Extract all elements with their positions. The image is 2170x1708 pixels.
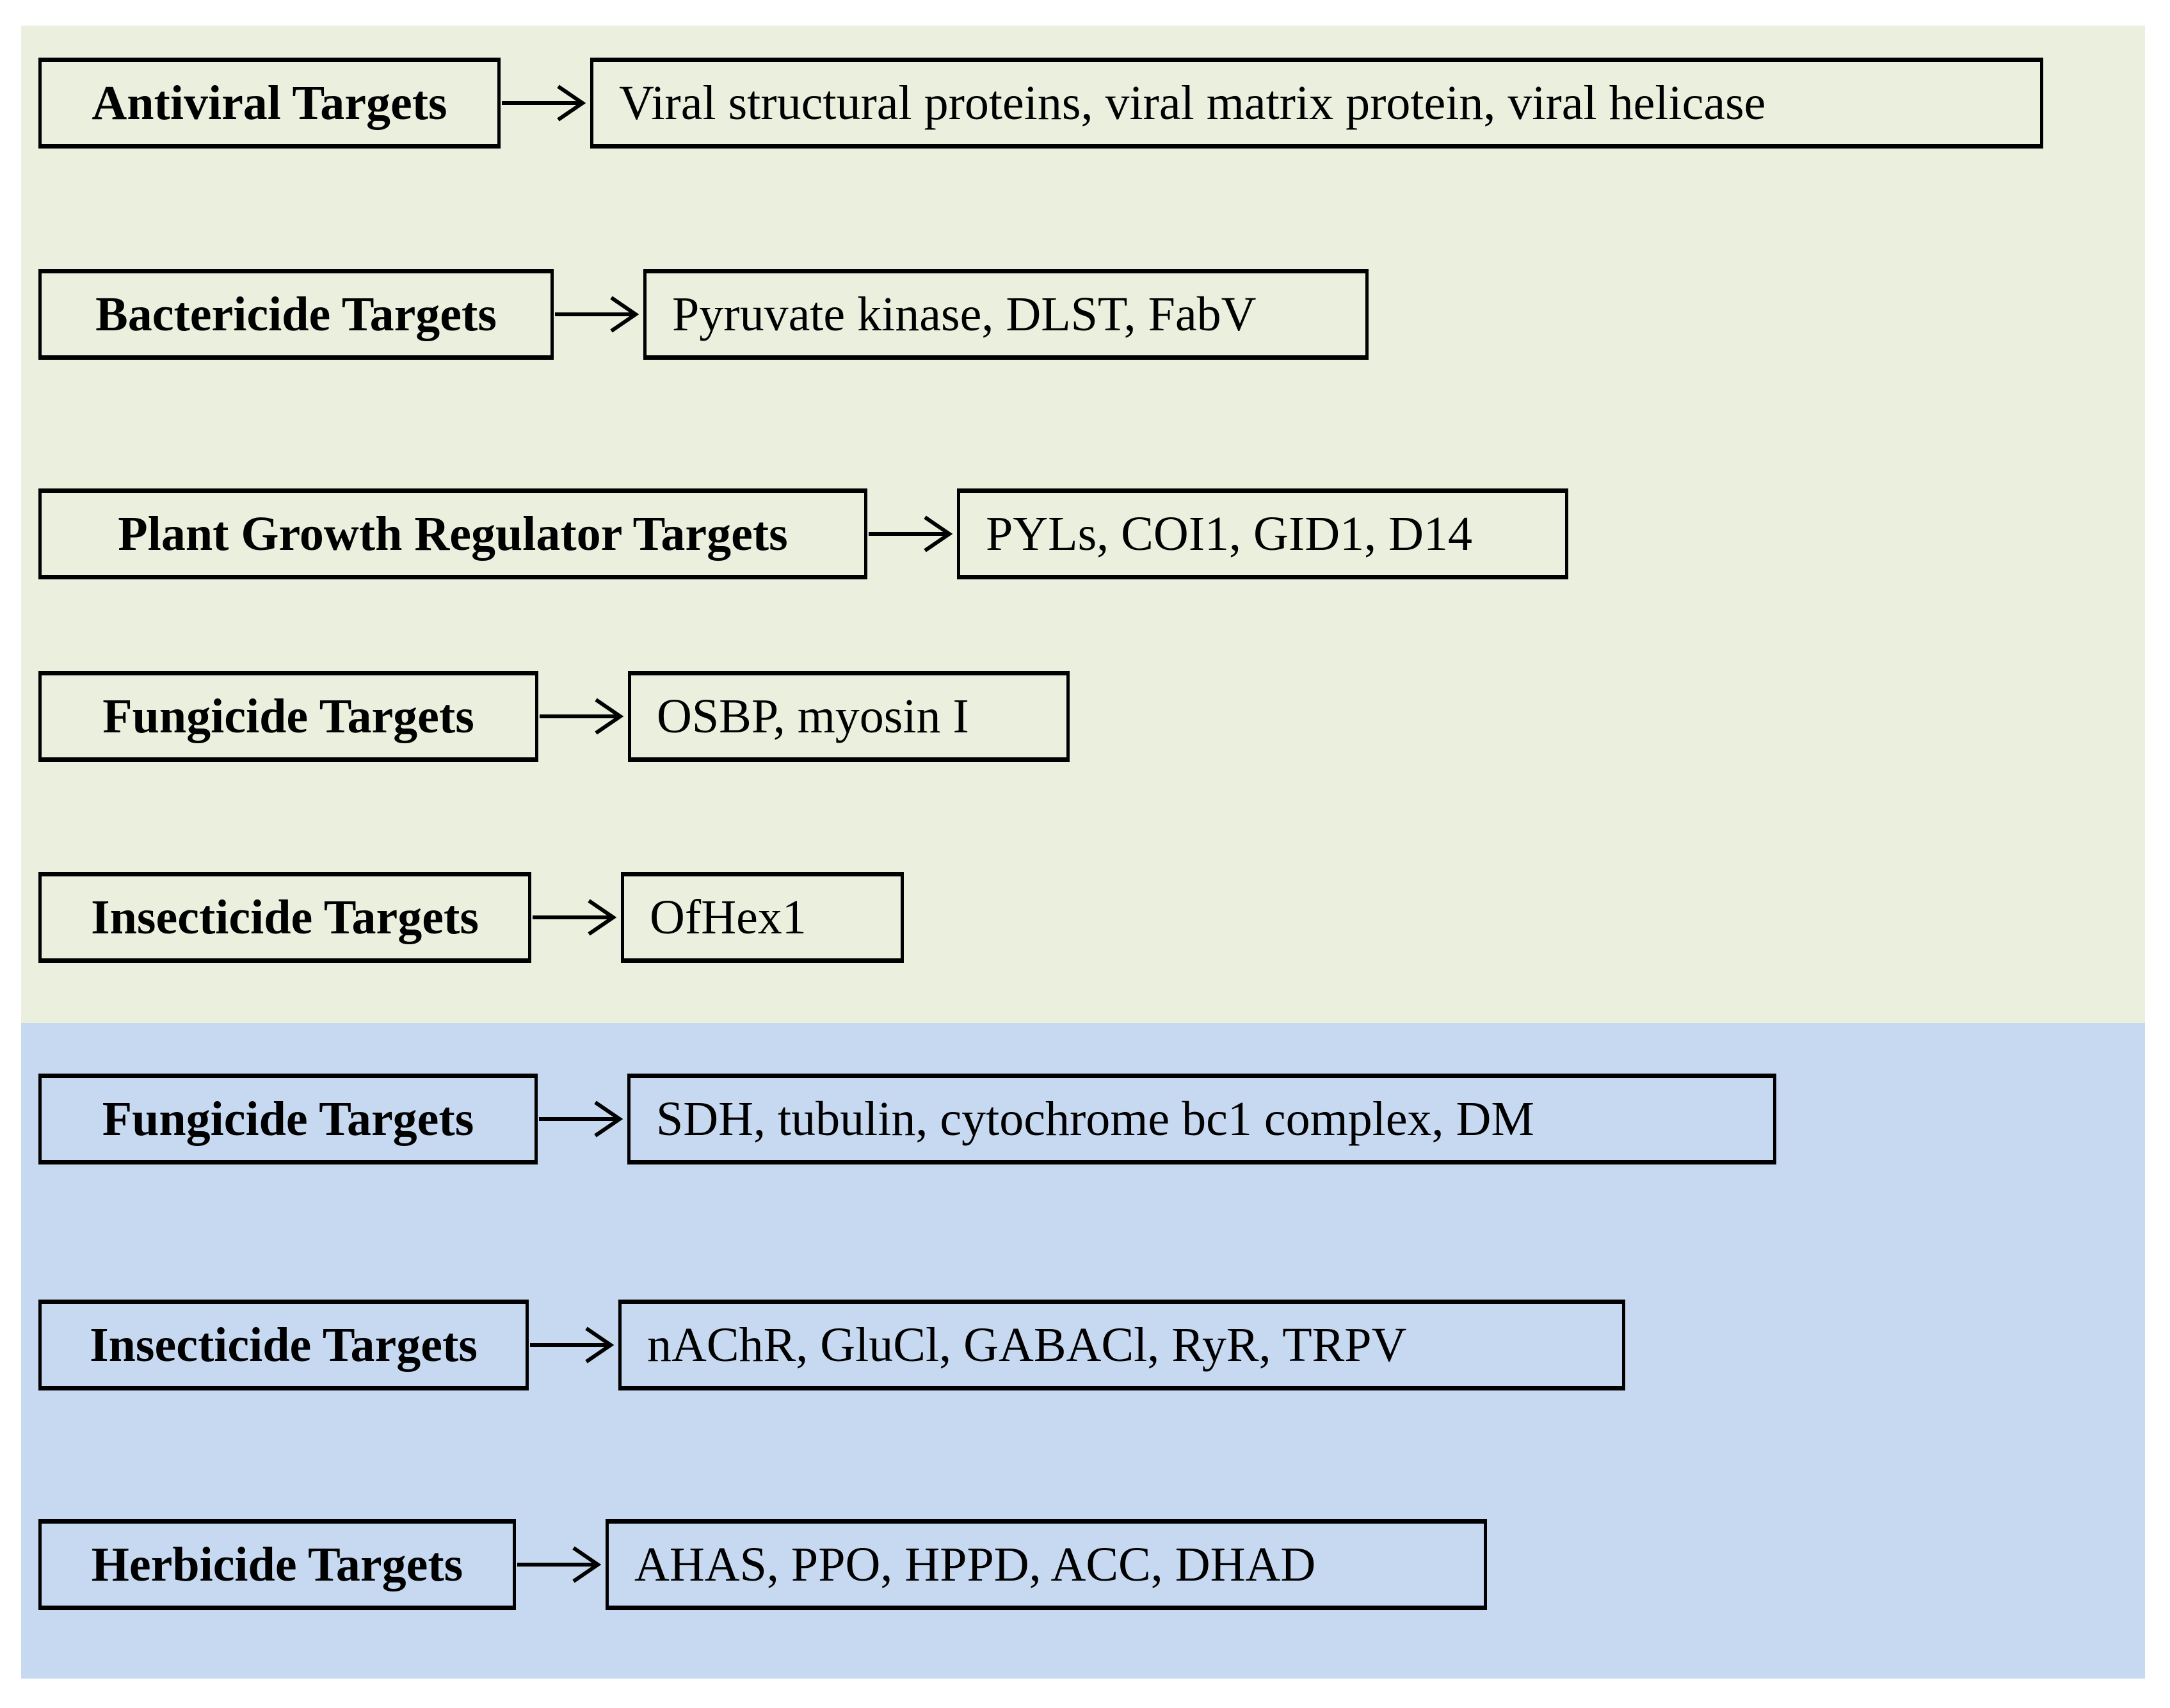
category-label: Fungicide Targets — [102, 1092, 474, 1146]
targets-box: Viral structural proteins, viral matrix … — [590, 58, 2043, 149]
lower-section-panel — [21, 1023, 2145, 1679]
category-box: Bactericide Targets — [38, 269, 554, 360]
category-box: Insecticide Targets — [38, 872, 531, 963]
targets-text: OSBP, myosin I — [657, 689, 969, 743]
category-label: Herbicide Targets — [91, 1538, 463, 1591]
right-arrow-icon — [533, 899, 617, 936]
targets-text: Pyruvate kinase, DLST, FabV — [672, 287, 1257, 341]
right-arrow-icon — [555, 296, 639, 333]
diagram-row-insecticide-new: Insecticide Targets OfHex1 — [38, 872, 904, 963]
right-arrow-icon — [530, 1326, 615, 1364]
upper-section-panel — [21, 26, 2145, 1023]
targets-text: PYLs, COI1, GID1, D14 — [986, 507, 1472, 561]
targets-box: OSBP, myosin I — [628, 671, 1070, 762]
diagram-row-bactericide: Bactericide Targets Pyruvate kinase, DLS… — [38, 269, 1369, 360]
diagram-row-herbicide: Herbicide Targets AHAS, PPO, HPPD, ACC, … — [38, 1519, 1487, 1610]
diagram-row-fungicide-new: Fungicide Targets OSBP, myosin I — [38, 671, 1070, 762]
targets-text: Viral structural proteins, viral matrix … — [619, 76, 1766, 130]
right-arrow-icon — [502, 85, 586, 122]
targets-box: PYLs, COI1, GID1, D14 — [957, 488, 1568, 579]
category-label: Bactericide Targets — [95, 287, 497, 341]
right-arrow-icon — [869, 515, 953, 552]
category-label: Plant Growth Regulator Targets — [118, 507, 788, 561]
category-box: Plant Growth Regulator Targets — [38, 488, 867, 579]
category-label: Insecticide Targets — [91, 890, 479, 944]
diagram-row-plant-growth-regulator: Plant Growth Regulator Targets PYLs, COI… — [38, 488, 1568, 579]
targets-box: SDH, tubulin, cytochrome bc1 complex, DM — [627, 1074, 1776, 1164]
targets-box: Pyruvate kinase, DLST, FabV — [643, 269, 1369, 360]
right-arrow-icon — [540, 698, 624, 735]
targets-text: OfHex1 — [650, 890, 807, 944]
targets-box: AHAS, PPO, HPPD, ACC, DHAD — [606, 1519, 1487, 1610]
diagram-row-antiviral: Antiviral Targets Viral structural prote… — [38, 58, 2043, 149]
targets-text: nAChR, GluCl, GABACl, RyR, TRPV — [647, 1318, 1407, 1372]
category-box: Fungicide Targets — [38, 671, 538, 762]
right-arrow-icon — [517, 1546, 602, 1583]
category-label: Insecticide Targets — [90, 1318, 478, 1372]
diagram-row-insecticide-classic: Insecticide Targets nAChR, GluCl, GABACl… — [38, 1300, 1625, 1390]
diagram-row-fungicide-classic: Fungicide Targets SDH, tubulin, cytochro… — [38, 1074, 1776, 1164]
targets-box: OfHex1 — [621, 872, 904, 963]
targets-text: AHAS, PPO, HPPD, ACC, DHAD — [634, 1538, 1316, 1591]
category-label: Antiviral Targets — [92, 76, 447, 130]
category-box: Fungicide Targets — [38, 1074, 538, 1164]
category-box: Antiviral Targets — [38, 58, 501, 149]
category-label: Fungicide Targets — [102, 689, 474, 743]
right-arrow-icon — [539, 1100, 623, 1138]
category-box: Herbicide Targets — [38, 1519, 516, 1610]
targets-text: SDH, tubulin, cytochrome bc1 complex, DM — [656, 1092, 1535, 1146]
category-box: Insecticide Targets — [38, 1300, 529, 1390]
targets-box: nAChR, GluCl, GABACl, RyR, TRPV — [618, 1300, 1625, 1390]
